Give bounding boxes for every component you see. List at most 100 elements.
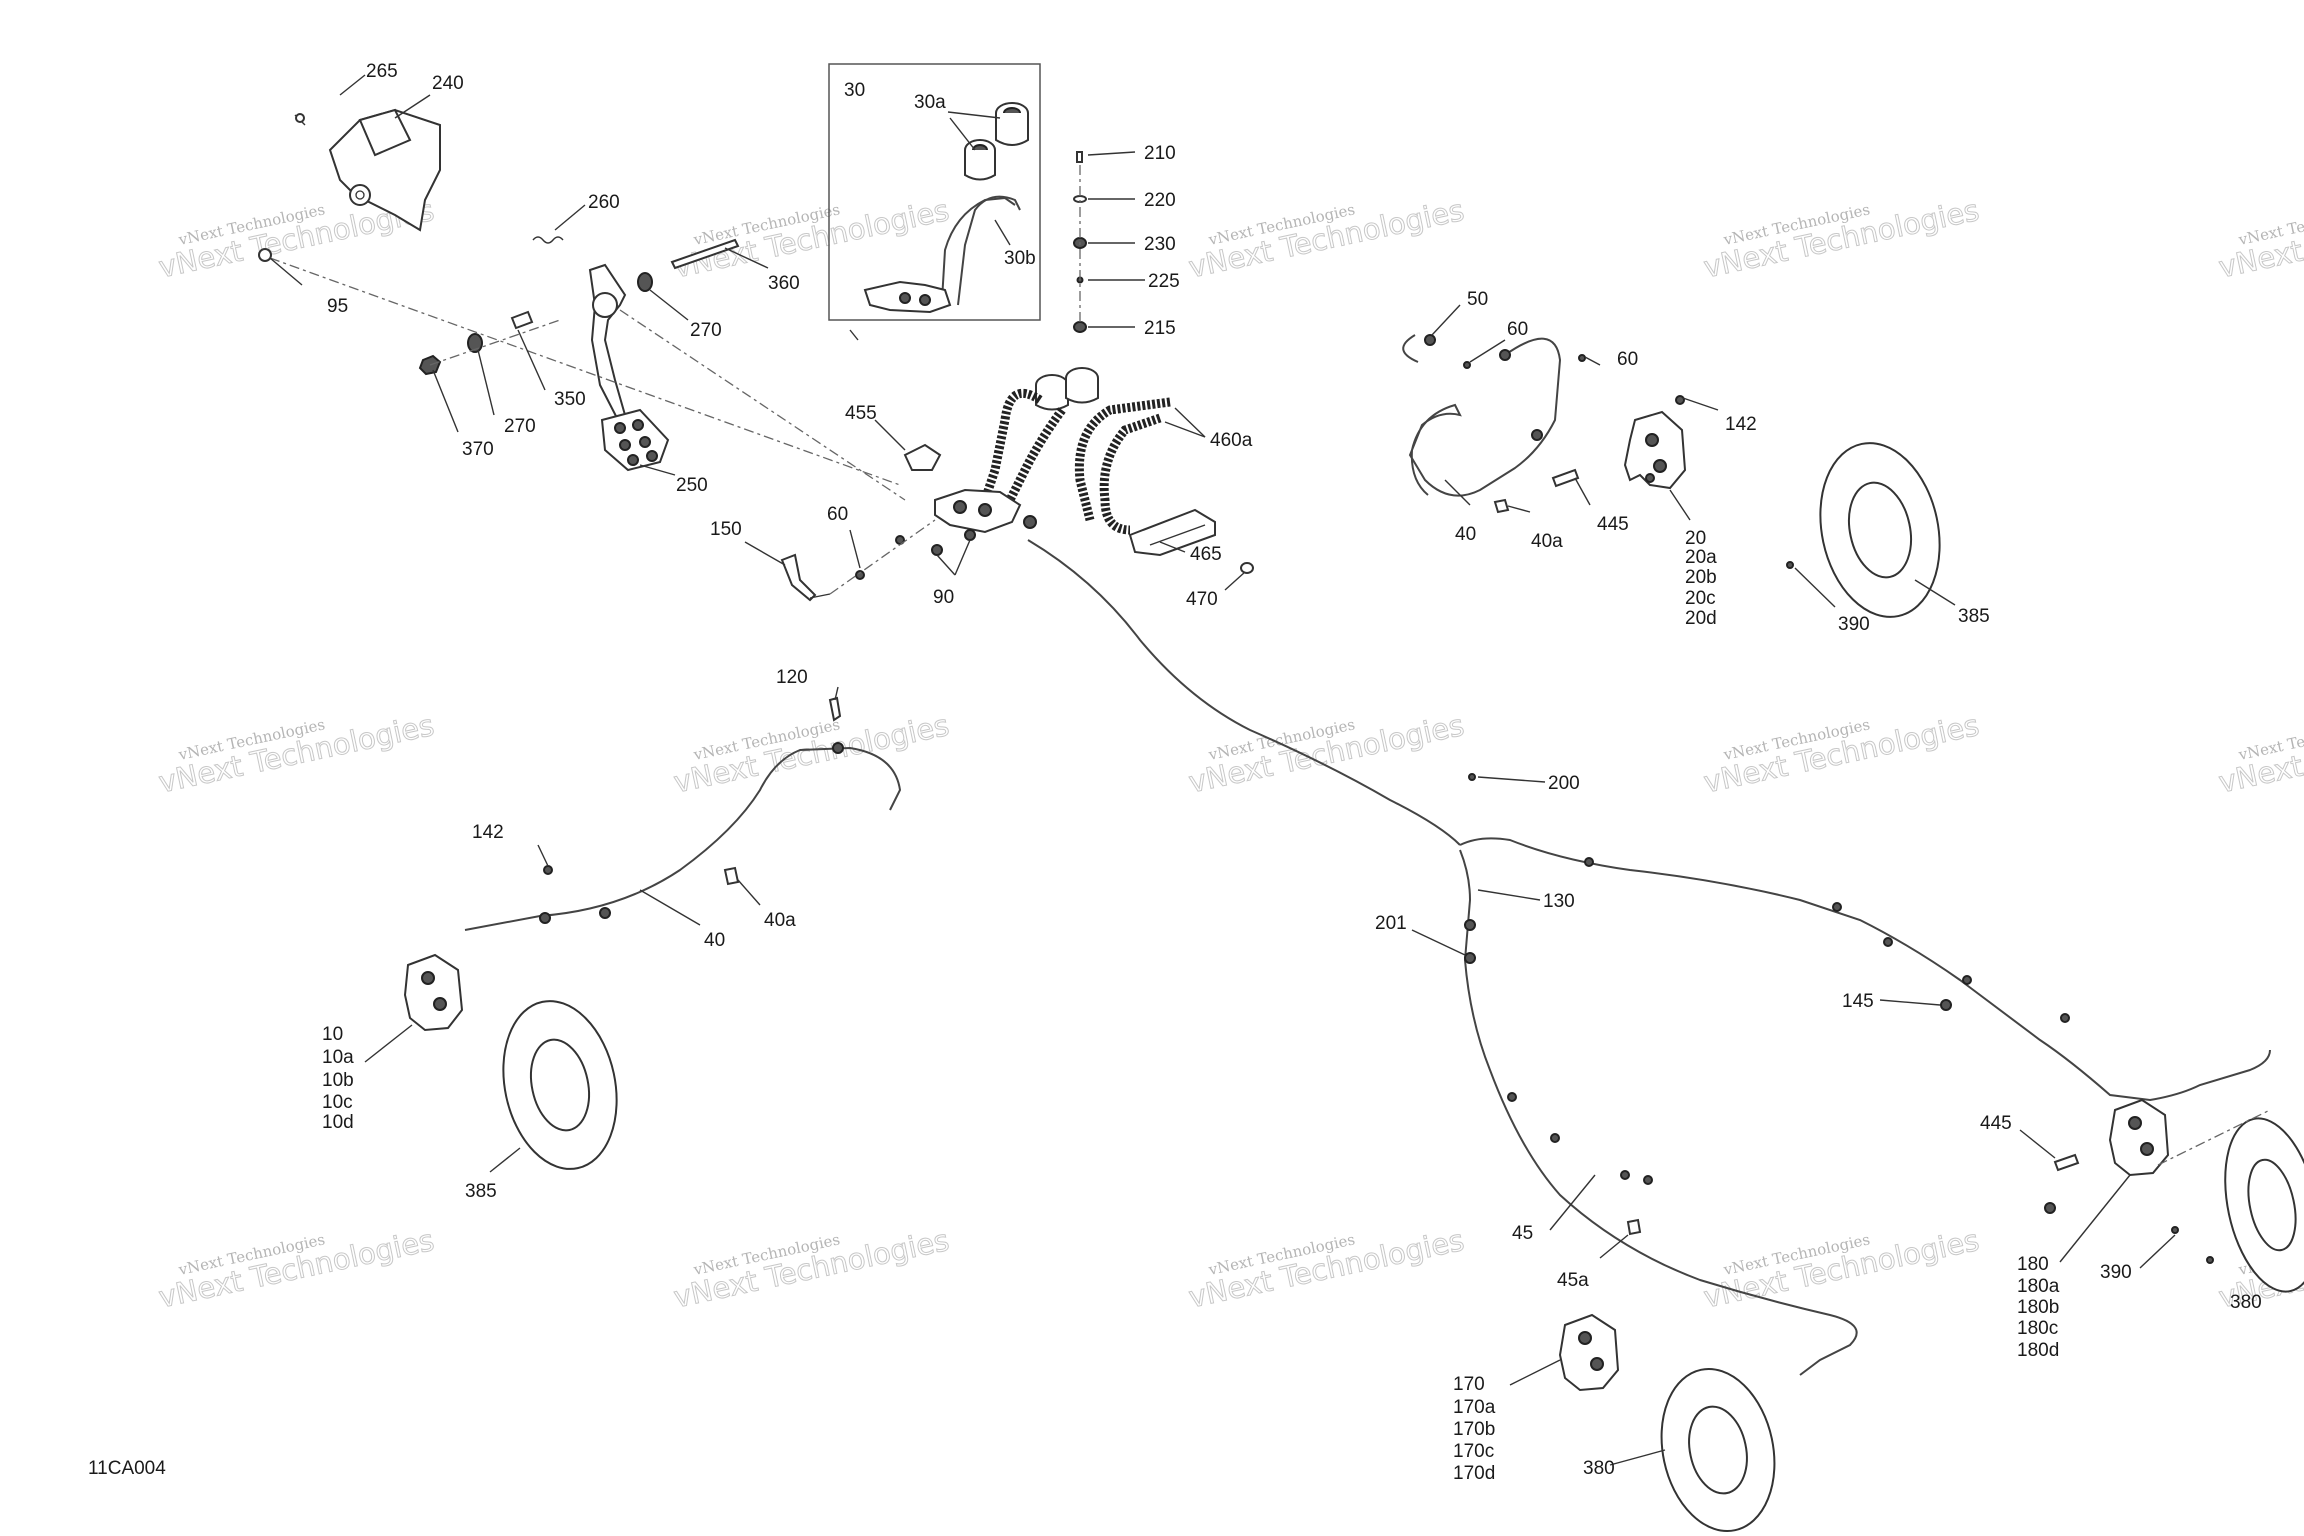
- callout-180c: 180c: [2017, 1318, 2058, 1339]
- callout-180b: 180b: [2017, 1297, 2059, 1318]
- rear-left-brake: [1558, 1313, 1776, 1533]
- spring-hook: [295, 113, 305, 123]
- clip-40a: [1493, 498, 1510, 514]
- callout-170d: 170d: [1453, 1463, 1495, 1484]
- fitting-215: [1073, 321, 1087, 333]
- watermark: vNext Technologies vNext Technologies: [2215, 192, 2304, 285]
- watermark: vNext Technologies vNext Technologies: [155, 1222, 437, 1315]
- callout-360: 360: [768, 273, 800, 294]
- front-right-brake: [1402, 334, 1941, 618]
- leader: [1914, 579, 1956, 606]
- callout-445-right: 445: [1597, 514, 1629, 535]
- center-master-cylinder: [780, 367, 1254, 602]
- callout-150: 150: [710, 519, 742, 540]
- callout-40a-right: 40a: [1531, 531, 1563, 552]
- callout-350: 350: [554, 389, 586, 410]
- bolt-50: [1402, 334, 1419, 363]
- watermark: vNext Technologies vNext Technologies: [670, 192, 952, 285]
- leader: [744, 541, 786, 566]
- leader: [936, 554, 956, 576]
- line-clip: [1832, 902, 1842, 912]
- callout-270-lower: 270: [504, 416, 536, 437]
- callout-60-center: 60: [827, 504, 848, 525]
- callout-470: 470: [1186, 589, 1218, 610]
- reservoir-body: [1035, 385, 1069, 411]
- line-clip: [1962, 975, 1972, 985]
- rear-right-brake: [2044, 1098, 2304, 1293]
- callout-142-left: 142: [472, 822, 504, 843]
- bolt-445: [2053, 1153, 2080, 1172]
- front-left-brake: [403, 696, 902, 1170]
- callout-180d: 180d: [2017, 1340, 2059, 1361]
- rotor-hub: [529, 1038, 591, 1132]
- callout-45a: 45a: [1557, 1270, 1589, 1291]
- callout-390-rear: 390: [2100, 1262, 2132, 1283]
- reservoir-hose: [957, 195, 1021, 306]
- return-spring-260: [532, 236, 564, 244]
- leader: [1469, 339, 1506, 363]
- callout-40a-left: 40a: [764, 910, 796, 931]
- callout-20d: 20d: [1685, 608, 1717, 629]
- hose-fitting: [599, 907, 611, 919]
- callout-180a: 180a: [2017, 1276, 2060, 1297]
- callout-142-right: 142: [1725, 414, 1757, 435]
- bleeder-142: [543, 865, 553, 875]
- leader: [1682, 397, 1719, 411]
- leader: [849, 529, 861, 569]
- washer-270: [467, 333, 483, 353]
- callout-10: 10: [322, 1024, 343, 1045]
- leader: [269, 257, 303, 286]
- caliper-piston: [1645, 433, 1659, 447]
- reservoir-body: [995, 113, 1029, 146]
- bolt: [2044, 1202, 2056, 1214]
- callout-labels: 265 240 260 95 360 270 350 270 370 250 3…: [88, 61, 2262, 1484]
- callout-20b: 20b: [1685, 567, 1717, 588]
- callout-270-upper: 270: [690, 320, 722, 341]
- master-cylinder: [934, 488, 1022, 534]
- callout-370: 370: [462, 439, 494, 460]
- leader: [1609, 1449, 1666, 1466]
- leader: [1879, 999, 1941, 1006]
- leader: [1509, 1359, 1561, 1386]
- callout-10c: 10c: [322, 1092, 353, 1113]
- leader: [1584, 356, 1601, 366]
- rear-right-caliper: [2108, 1098, 2170, 1177]
- bolt-95: [258, 248, 272, 262]
- pedal-pivot: [592, 292, 618, 318]
- fitting-stack: [1073, 151, 1087, 333]
- caliper-piston: [2140, 1142, 2154, 1156]
- callout-30: 30: [844, 80, 865, 101]
- callout-200: 200: [1548, 773, 1580, 794]
- watermark: vNext Technologies vNext Technologies: [2215, 707, 2304, 800]
- leader: [724, 247, 769, 269]
- leader: [1599, 1234, 1629, 1259]
- pivot-bolt-360: [670, 238, 740, 270]
- caliper-piston: [1590, 1357, 1604, 1371]
- callout-30b: 30b: [1004, 248, 1036, 269]
- hose-460a: [1074, 397, 1171, 522]
- leader: [489, 1147, 521, 1173]
- line-clip: [2060, 1013, 2070, 1023]
- callout-455: 455: [845, 403, 877, 424]
- watermark: vNext Technologies vNext Technologies: [1700, 1222, 1982, 1315]
- callout-230: 230: [1144, 234, 1176, 255]
- callout-170b: 170b: [1453, 1419, 1495, 1440]
- line-clip: [1507, 1092, 1517, 1102]
- washer-470: [1240, 562, 1254, 574]
- leader: [1477, 889, 1541, 901]
- hose-fitting: [539, 912, 551, 924]
- callout-45: 45: [1512, 1223, 1533, 1244]
- cylinder-port: [919, 294, 931, 306]
- reservoir-hose-corrugated: [1005, 407, 1066, 503]
- leader: [1477, 776, 1546, 783]
- rotor-bolt-390: [1786, 561, 1794, 569]
- callout-130: 130: [1543, 891, 1575, 912]
- diagram-code: 11CA004: [88, 1458, 166, 1479]
- callout-380-rear-left: 380: [1583, 1458, 1615, 1479]
- front-right-caliper: [1623, 410, 1687, 490]
- fitting-145: [1940, 999, 1952, 1011]
- rear-line-to-right: [1459, 837, 2271, 1102]
- reservoir-hose-corrugated: [980, 388, 1043, 502]
- switch-150: [780, 553, 817, 602]
- callout-250: 250: [676, 475, 708, 496]
